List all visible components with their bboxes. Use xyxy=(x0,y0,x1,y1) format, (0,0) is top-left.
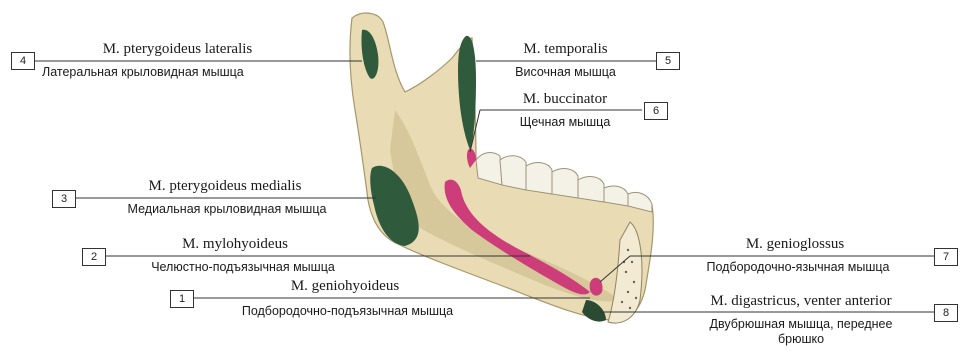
latin-name-8: M. digastricus, venter anterior xyxy=(672,294,930,309)
label-number-7: 7 xyxy=(934,248,958,266)
label-number-1: 1 xyxy=(170,290,194,308)
latin-name-1: M. geniohyoideus xyxy=(255,279,435,294)
russian-name-7: Подбородочно-язычная мышца xyxy=(672,261,924,274)
label-number-5: 5 xyxy=(656,52,680,70)
label-number-8: 8 xyxy=(934,304,958,322)
latin-name-5: M. temporalis xyxy=(488,42,643,57)
latin-name-2: M. mylohyoideus xyxy=(150,237,320,252)
latin-name-3: M. pterygoideus medialis xyxy=(90,179,360,194)
russian-name-8-line2: брюшко xyxy=(672,333,930,346)
latin-name-6: M. buccinator xyxy=(495,92,635,107)
russian-name-3: Медиальная крыловидная мышца xyxy=(82,203,372,216)
russian-name-1: Подбородочно-подъязычная мышца xyxy=(200,305,495,318)
russian-name-5: Височная мышца xyxy=(488,66,643,79)
label-number-2: 2 xyxy=(82,248,106,266)
label-number-3: 3 xyxy=(52,190,76,208)
latin-name-7: M. genioglossus xyxy=(710,237,880,252)
label-number-6: 6 xyxy=(644,102,668,120)
russian-name-6: Щечная мышца xyxy=(495,116,635,129)
russian-name-8: Двубрюшная мышца, переднее xyxy=(672,318,930,331)
russian-name-2: Челюстно-подъязычная мышца xyxy=(118,261,368,274)
russian-name-4: Латеральная крыловидная мышца xyxy=(42,66,244,79)
latin-name-4: M. pterygoideus lateralis xyxy=(50,42,305,57)
label-number-4: 4 xyxy=(11,52,35,70)
